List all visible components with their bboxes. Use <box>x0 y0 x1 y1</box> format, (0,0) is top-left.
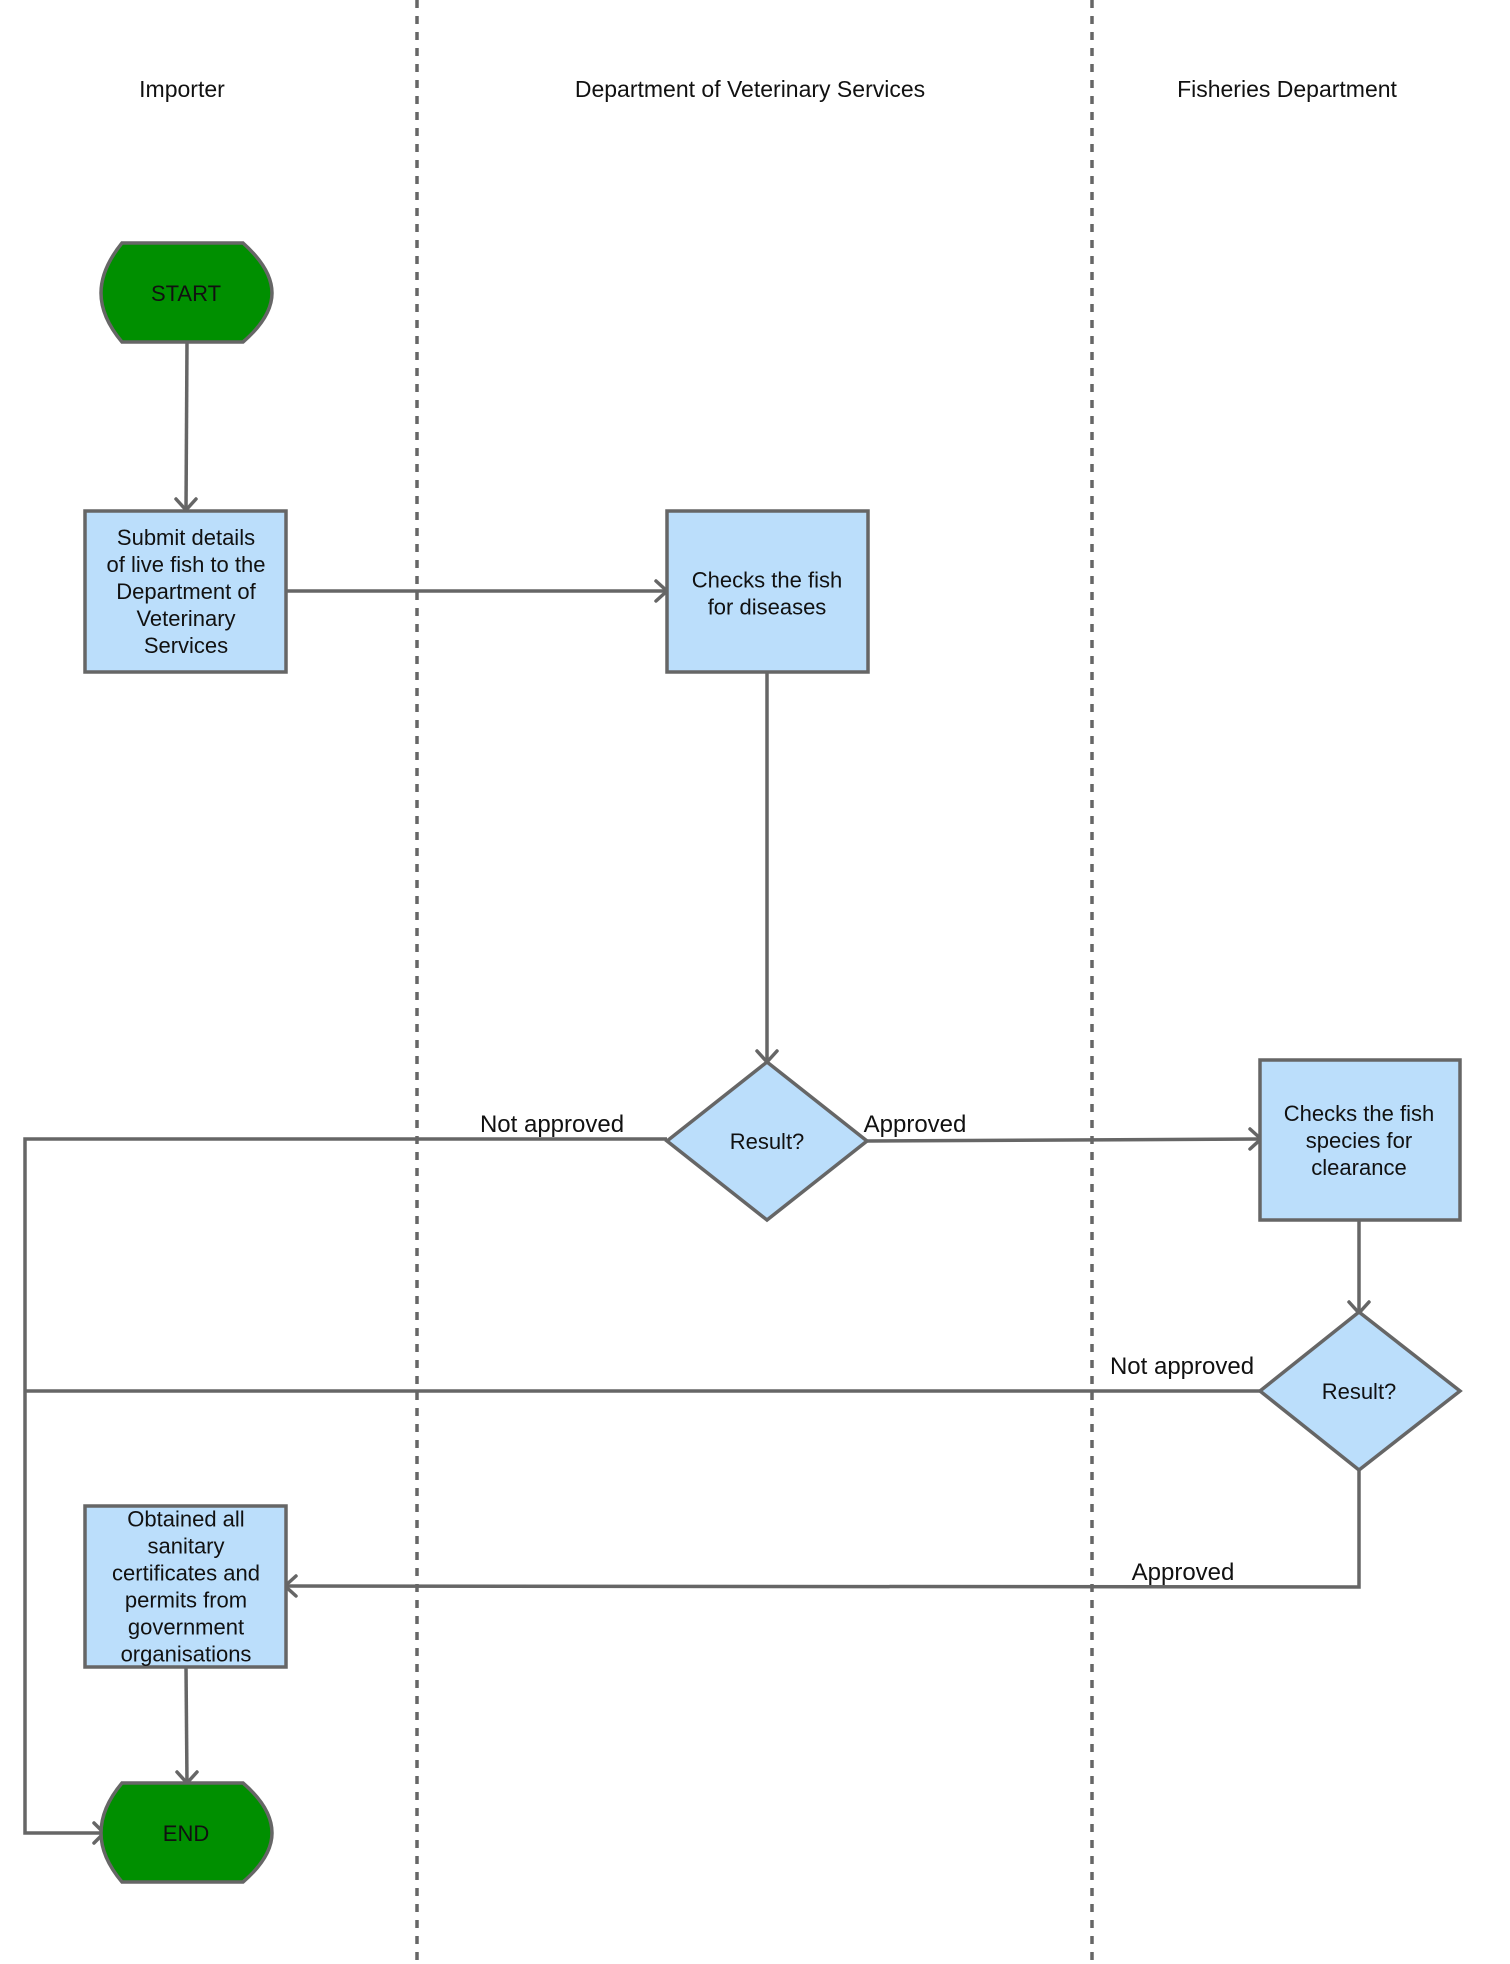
result1-label: Result? <box>730 1129 805 1154</box>
start-terminal-shape <box>99 241 274 344</box>
label-line: species for <box>1306 1128 1412 1153</box>
check-species-box <box>1258 1058 1462 1222</box>
label-line: Department of <box>116 579 256 604</box>
check-diseases-box <box>665 509 870 674</box>
label-line: Result? <box>730 1129 805 1154</box>
label-line: Submit details <box>117 525 255 550</box>
label-line: Checks the fish <box>692 568 842 593</box>
end-terminal-shape <box>99 1781 274 1884</box>
label-line: certificates and <box>112 1561 260 1586</box>
label-line: END <box>163 1821 209 1846</box>
label-line: permits from <box>125 1588 247 1613</box>
lane-title-veterinary: Department of Veterinary Services <box>575 76 925 102</box>
edge-obtained-end <box>184 1666 189 1784</box>
edge-result1-end <box>23 1137 667 1835</box>
edge-start-submit <box>184 341 189 511</box>
obtained-certificates-box <box>83 1504 288 1669</box>
result1-decision: Result? <box>664 1059 870 1223</box>
submit-details-box <box>83 509 288 674</box>
label-line: Services <box>144 633 228 658</box>
edge-result2-obtained <box>285 1470 1361 1589</box>
result2-diamond <box>1257 1309 1463 1473</box>
label-line: clearance <box>1311 1155 1406 1180</box>
label-line: of live fish to the <box>107 552 266 577</box>
label-line: Veterinary <box>136 606 235 631</box>
edge-label-result1-approved: Approved <box>864 1111 967 1138</box>
label-line: Result? <box>1322 1379 1397 1404</box>
label-line: for diseases <box>708 595 827 620</box>
label-line: sanitary <box>147 1534 224 1559</box>
start-node: START <box>99 241 274 344</box>
result1-diamond <box>664 1059 870 1223</box>
label-line: Checks the fish <box>1284 1101 1434 1126</box>
end-label: END <box>163 1821 209 1846</box>
label-line: organisations <box>121 1642 252 1667</box>
label-line: START <box>151 281 221 306</box>
edge-label-result2-not-approved: Not approved <box>1110 1353 1254 1380</box>
edge-result1-check-species <box>866 1137 1261 1143</box>
result2-label: Result? <box>1322 1379 1397 1404</box>
start-label: START <box>151 281 221 306</box>
result2-decision: Result? <box>1257 1309 1463 1473</box>
lane-title-importer: Importer <box>139 76 225 102</box>
edge-label-result2-approved: Approved <box>1132 1559 1235 1586</box>
lane-title-fisheries: Fisheries Department <box>1177 76 1397 102</box>
label-line: government <box>128 1615 244 1640</box>
end-node: END <box>99 1781 274 1884</box>
edge-label-result1-not-approved: Not approved <box>480 1111 624 1138</box>
label-line: Obtained all <box>127 1507 244 1532</box>
